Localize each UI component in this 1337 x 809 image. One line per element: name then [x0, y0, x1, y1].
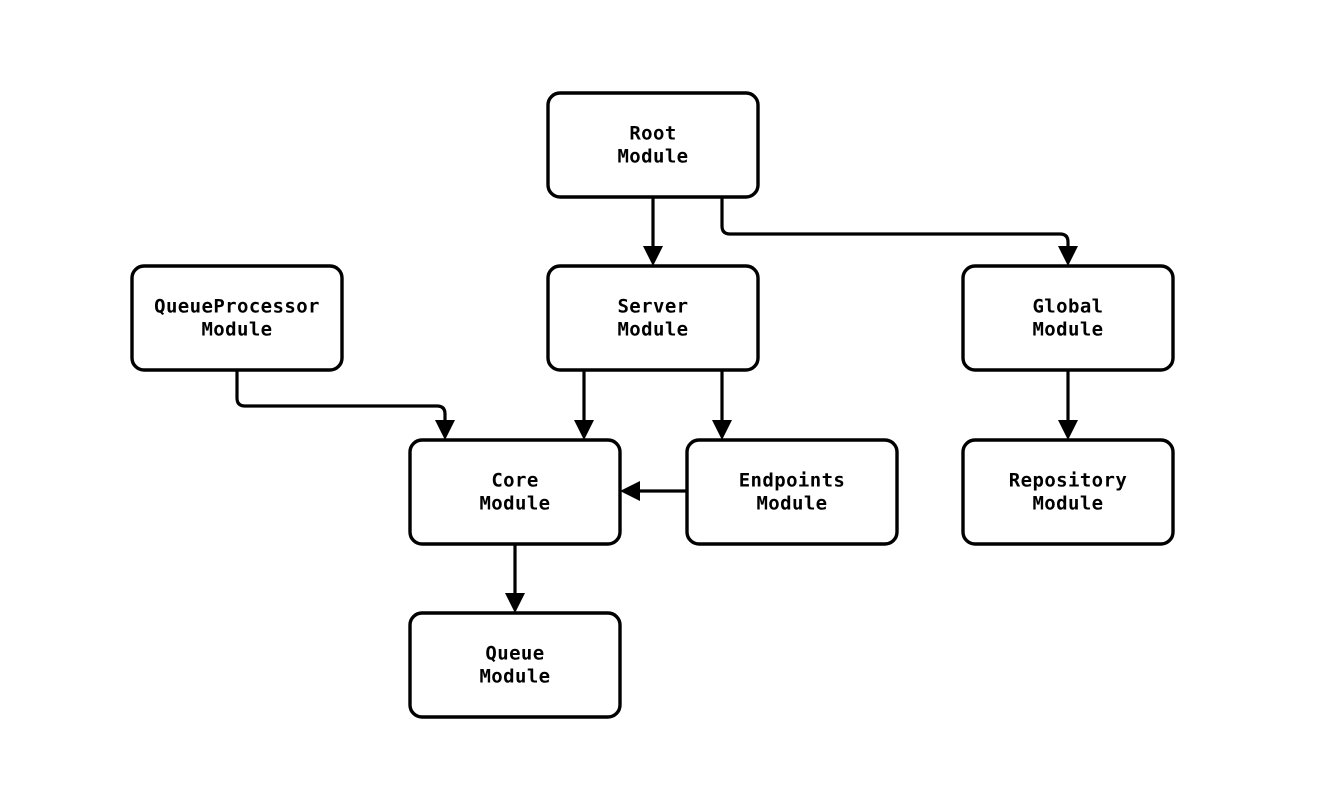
- node-rect[interactable]: [408, 611, 622, 719]
- arrowhead-icon: [435, 420, 455, 440]
- node-label-line1: Global: [1032, 296, 1103, 318]
- node-label-line2: Module: [201, 319, 272, 341]
- edge-server-to-core: [574, 370, 594, 440]
- arrowhead-icon: [574, 420, 594, 440]
- arrowhead-icon: [620, 481, 640, 501]
- node-label-line1: Core: [491, 470, 538, 492]
- arrowhead-icon: [1058, 246, 1078, 266]
- node-label-line2: Module: [1032, 319, 1103, 341]
- nodes-layer: RootModuleQueueProcessorModuleServerModu…: [130, 91, 1175, 719]
- edge-root-to-global: [720, 197, 1078, 266]
- node-label-line2: Module: [479, 666, 550, 688]
- node-rect[interactable]: [961, 438, 1175, 546]
- node-label-line1: Queue: [485, 643, 544, 665]
- edges-layer: [235, 197, 1078, 613]
- node-rect[interactable]: [546, 264, 760, 372]
- edge-core-to-queue: [505, 544, 525, 613]
- node-label-line2: Module: [617, 319, 688, 341]
- edge-endpoints-to-core: [620, 481, 687, 501]
- node-label-line2: Module: [1032, 493, 1103, 515]
- node-label-line1: Server: [617, 296, 688, 318]
- node-rect[interactable]: [961, 264, 1175, 372]
- edge-global-to-repository: [1058, 370, 1078, 440]
- node-label-line2: Module: [617, 146, 688, 168]
- node-label-line2: Module: [479, 493, 550, 515]
- arrowhead-icon: [712, 420, 732, 440]
- node-label-line1: Endpoints: [739, 470, 846, 492]
- node-label-line1: Repository: [1009, 470, 1127, 492]
- edge-line: [235, 370, 447, 426]
- node-rect[interactable]: [130, 264, 344, 372]
- edge-root-to-server: [643, 197, 663, 266]
- edge-line: [720, 197, 1070, 252]
- edge-queueprocessor-to-core: [235, 370, 455, 440]
- node-rect[interactable]: [685, 438, 899, 546]
- arrowhead-icon: [643, 246, 663, 266]
- edge-server-to-endpoints: [712, 370, 732, 440]
- arrowhead-icon: [505, 593, 525, 613]
- node-label-line2: Module: [756, 493, 827, 515]
- node-rect[interactable]: [546, 91, 760, 199]
- node-label-line1: Root: [629, 123, 676, 145]
- node-rect[interactable]: [408, 438, 622, 546]
- node-label-line1: QueueProcessor: [154, 296, 320, 318]
- arrowhead-icon: [1058, 420, 1078, 440]
